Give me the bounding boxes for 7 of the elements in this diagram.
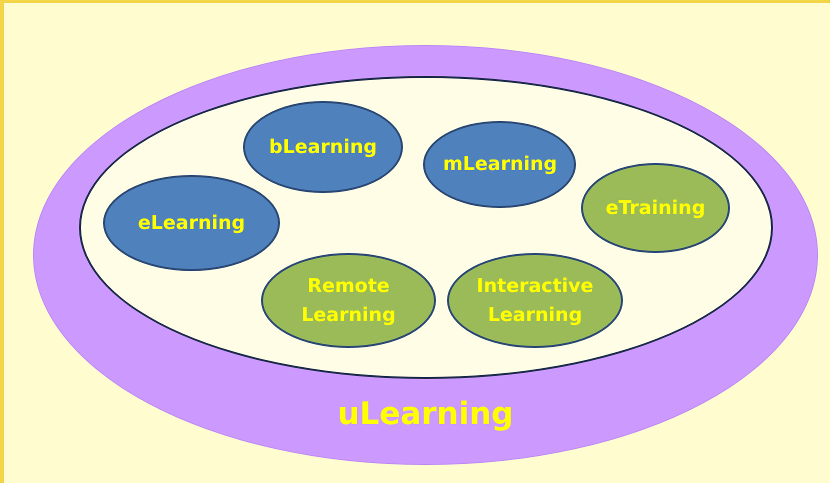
node-label: eTraining [606,196,706,221]
node-label: Remote Learning [300,274,397,328]
node-label: eLearning [138,210,246,236]
node-label: Interactive Learning [476,274,594,328]
node-label: uLearning [338,395,514,434]
node-label: bLearning [269,134,377,160]
node-label: mLearning [443,152,556,178]
